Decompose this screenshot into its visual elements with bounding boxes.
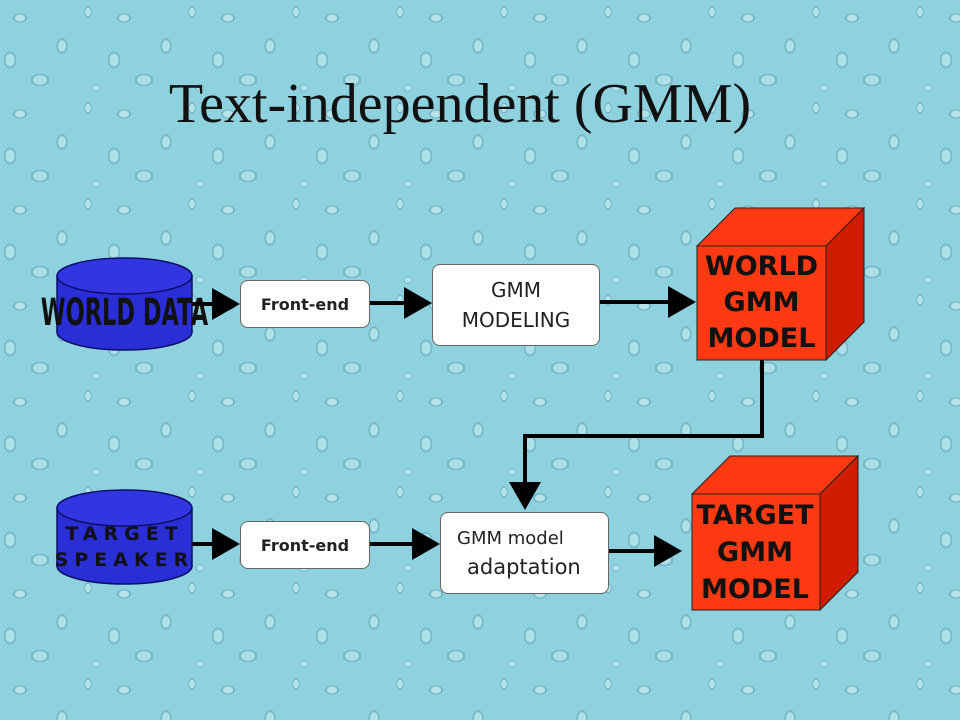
world-data-database: WORLD DATA	[41, 257, 208, 351]
world-gmm-model-cube	[695, 206, 866, 362]
world-model-line3: MODEL	[707, 323, 816, 354]
frontend-label-top: Front-end	[260, 294, 350, 314]
slide-title: Text-independent (GMM)	[168, 73, 752, 135]
target-gmm-model-label: TARGET GMM MODEL	[686, 494, 824, 610]
gmm-adaptation-line2: adaptation	[467, 555, 581, 579]
target-gmm-model-cube	[690, 454, 860, 612]
world-data-label: WORLD DATA	[41, 291, 208, 335]
target-speaker-label-line2: SPEAKER	[55, 549, 195, 571]
target-model-line1: TARGET	[696, 499, 814, 531]
frontend-label-bottom: Front-end	[260, 535, 350, 555]
target-speaker-database: TARGET SPEAKER	[55, 489, 195, 585]
gmm-adaptation-line1: GMM model	[457, 528, 564, 549]
world-gmm-model-label: WORLD GMM MODEL	[697, 246, 826, 360]
world-model-line1: WORLD	[704, 251, 819, 282]
target-model-line2: GMM	[717, 536, 793, 568]
gmm-modeling-line2: MODELING	[461, 308, 571, 332]
gmm-modeling-box: GMM MODELING	[432, 264, 600, 346]
frontend-box-top: Front-end	[240, 280, 370, 328]
arrow-world-model-to-adaptation	[509, 360, 764, 510]
gmm-modeling-line1: GMM	[490, 278, 541, 302]
target-model-line3: MODEL	[701, 573, 809, 605]
target-speaker-label-line1: TARGET	[65, 523, 183, 545]
frontend-box-bottom: Front-end	[240, 521, 370, 569]
gmm-adaptation-box: GMM model adaptation	[440, 512, 609, 594]
world-model-line2: GMM	[723, 287, 800, 318]
